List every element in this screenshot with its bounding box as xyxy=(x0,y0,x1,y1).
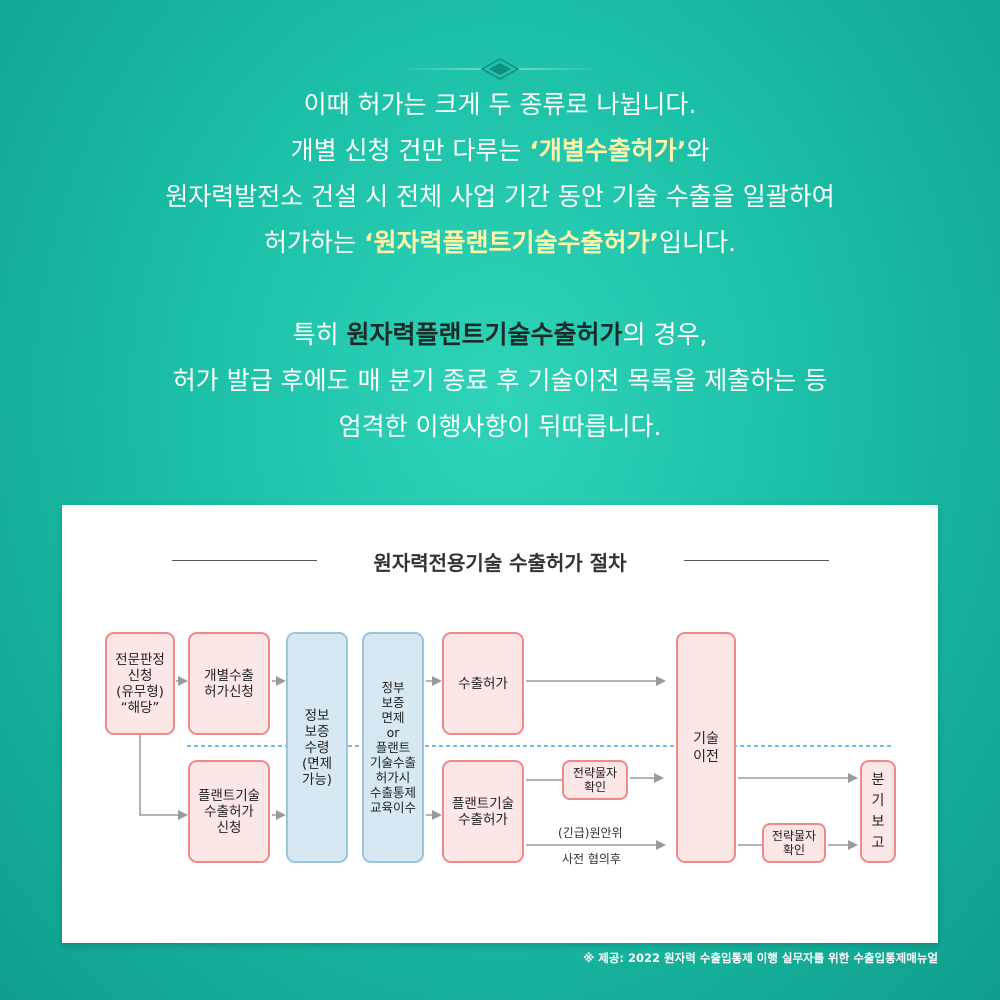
ornament-divider xyxy=(400,58,600,80)
source-credit: ※ 제공: 2022 원자력 수출입통제 이행 실무자를 위한 수출입통제매뉴얼 xyxy=(583,951,938,965)
highlight-plant-permit-bold: 원자력플랜트기술수출허가 xyxy=(346,320,623,349)
text: 허가하는 xyxy=(264,228,364,257)
intro-line: 엄격한 이행사항이 뒤따릅니다. xyxy=(338,412,662,441)
intro-line: 이때 허가는 크게 두 종류로 나뉩니다. xyxy=(303,90,697,119)
arrow-judgment-to-plant xyxy=(139,735,188,820)
text: 특히 xyxy=(292,320,347,349)
node-export-permit: 수출허가 xyxy=(442,632,524,735)
title-rule-left xyxy=(172,560,317,561)
intro-line: 허가하는 ‘원자력플랜트기술수출허가’입니다. xyxy=(0,220,1000,266)
text: 개별 신청 건만 다루는 xyxy=(290,136,530,165)
node-info-guarantee: 정보 보증 수령 (면제 가능) xyxy=(286,632,348,863)
intro-line: 원자력발전소 건설 시 전체 사업 기간 동안 기술 수출을 일괄하여 xyxy=(165,182,835,211)
text: 의 경우, xyxy=(622,320,708,349)
procedure-diagram-panel: 원자력전용기술 수출허가 절차 전문판정 신청 (유무형) “해당” 개별수출 … xyxy=(62,505,938,943)
intro-paragraph-1: 이때 허가는 크게 두 종류로 나뉩니다. 개별 신청 건만 다루는 ‘개별수출… xyxy=(0,82,1000,266)
node-plant-export-permit: 플랜트기술 수출허가 xyxy=(442,760,524,863)
diagram-connectors xyxy=(139,676,894,850)
node-plant-export-apply: 플랜트기술 수출허가 신청 xyxy=(188,760,270,863)
node-strategic-check-1: 전략물자 확인 xyxy=(562,760,628,800)
highlight-plant-permit: ‘원자력플랜트기술수출허가’ xyxy=(364,228,659,257)
label-prior-consultation: 사전 협의후 xyxy=(562,852,622,866)
title-rule-right xyxy=(684,560,829,561)
node-tech-transfer: 기술 이전 xyxy=(676,632,736,863)
node-strategic-check-2: 전략물자 확인 xyxy=(762,823,826,863)
text: 와 xyxy=(686,136,710,165)
label-urgent-nssc: (긴급)원안위 xyxy=(558,826,623,840)
intro-line: 개별 신청 건만 다루는 ‘개별수출허가’와 xyxy=(0,128,1000,174)
highlight-individual-permit: ‘개별수출허가’ xyxy=(529,136,687,165)
diagram-title: 원자력전용기술 수출허가 절차 xyxy=(373,551,627,575)
intro-line: 허가 발급 후에도 매 분기 종료 후 기술이전 목록을 제출하는 등 xyxy=(172,366,828,395)
node-gov-guarantee: 정부 보증 면제 or 플랜트 기술수출 허가시 수출통제 교육이수 xyxy=(362,632,424,863)
node-quarterly-report: 분 기 보 고 xyxy=(860,760,896,863)
text: 입니다. xyxy=(659,228,736,257)
intro-line: 특히 원자력플랜트기술수출허가의 경우, xyxy=(0,312,1000,358)
node-judgment-request: 전문판정 신청 (유무형) “해당” xyxy=(105,632,175,735)
node-individual-export-apply: 개별수출 허가신청 xyxy=(188,632,270,735)
intro-paragraph-2: 특히 원자력플랜트기술수출허가의 경우, 허가 발급 후에도 매 분기 종료 후… xyxy=(0,312,1000,450)
